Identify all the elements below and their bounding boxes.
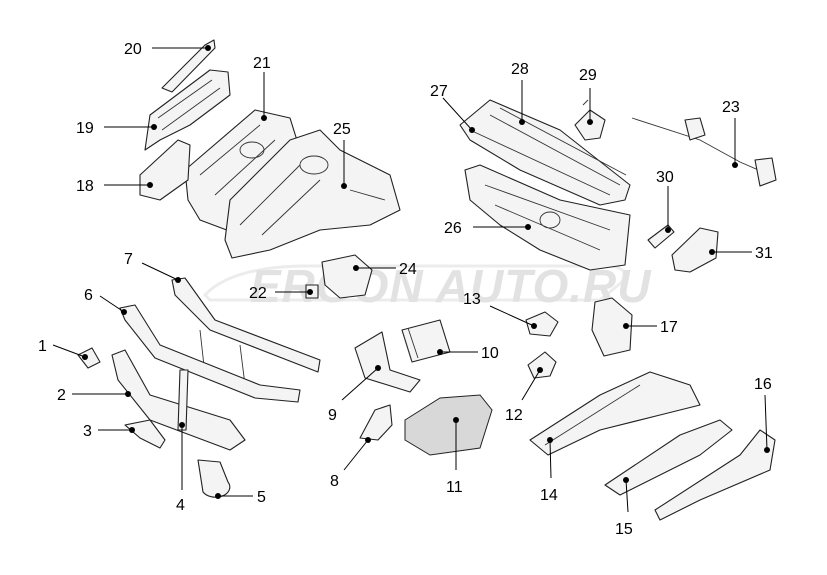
callout-label: 6 bbox=[84, 287, 93, 304]
callout-25: 25 bbox=[333, 121, 351, 189]
callout-5: 5 bbox=[215, 489, 266, 506]
callout-22: 22 bbox=[249, 285, 313, 302]
callout-label: 26 bbox=[444, 220, 462, 237]
part-1-clip bbox=[77, 347, 101, 369]
callout-1: 1 bbox=[38, 338, 88, 360]
part-27-cowl bbox=[459, 99, 631, 206]
callout-label: 14 bbox=[540, 487, 558, 504]
callout-8: 8 bbox=[330, 437, 371, 490]
callout-12: 12 bbox=[505, 367, 543, 424]
callout-31: 31 bbox=[709, 245, 773, 262]
part-10-battery bbox=[401, 319, 451, 363]
callout-label: 18 bbox=[76, 178, 94, 195]
callout-26: 26 bbox=[444, 220, 531, 237]
callout-label: 23 bbox=[722, 99, 740, 116]
part-17-panel bbox=[591, 297, 633, 357]
part-31-bracket bbox=[671, 227, 719, 273]
callout-3: 3 bbox=[83, 423, 135, 440]
part-11-battery-tray bbox=[404, 394, 493, 456]
callout-label: 8 bbox=[330, 473, 339, 490]
callout-24: 24 bbox=[353, 261, 417, 278]
callout-28: 28 bbox=[511, 61, 529, 125]
callout-label: 30 bbox=[656, 169, 674, 186]
callout-4: 4 bbox=[176, 422, 185, 514]
part-19-bracket bbox=[144, 69, 231, 151]
part-24-bracket bbox=[321, 254, 373, 299]
part-15-side-member-inner bbox=[604, 419, 733, 496]
callout-label: 31 bbox=[755, 245, 773, 262]
callout-label: 19 bbox=[76, 120, 94, 137]
part-20-strip bbox=[161, 39, 216, 93]
callout-19: 19 bbox=[76, 120, 157, 137]
callout-label: 28 bbox=[511, 61, 529, 78]
part-18-bracket bbox=[139, 139, 191, 201]
callout-label: 5 bbox=[257, 489, 266, 506]
callout-9: 9 bbox=[328, 365, 381, 424]
part-14-side-member-left bbox=[529, 371, 701, 456]
callout-17: 17 bbox=[623, 319, 678, 336]
callout-label: 24 bbox=[399, 261, 417, 278]
callout-30: 30 bbox=[656, 169, 674, 233]
callout-label: 9 bbox=[328, 407, 337, 424]
callout-10: 10 bbox=[437, 345, 499, 362]
callout-label: 7 bbox=[124, 251, 133, 268]
callout-label: 15 bbox=[615, 521, 633, 538]
callout-23: 23 bbox=[722, 99, 740, 168]
callout-18: 18 bbox=[76, 178, 153, 195]
callout-label: 20 bbox=[124, 41, 142, 58]
callout-label: 25 bbox=[333, 121, 351, 138]
part-12-bracket bbox=[527, 351, 557, 379]
callout-label: 1 bbox=[38, 338, 47, 355]
callout-label: 16 bbox=[754, 376, 772, 393]
callout-label: 12 bbox=[505, 407, 523, 424]
callout-20: 20 bbox=[124, 41, 211, 58]
callout-label: 11 bbox=[446, 479, 463, 496]
part-6-radiator-frame bbox=[119, 304, 301, 403]
callout-label: 17 bbox=[660, 319, 678, 336]
callout-11: 11 bbox=[446, 417, 463, 496]
callout-14: 14 bbox=[540, 437, 558, 504]
callout-13: 13 bbox=[463, 291, 537, 329]
part-5-horn bbox=[197, 459, 231, 498]
callout-label: 29 bbox=[579, 67, 597, 84]
callout-label: 3 bbox=[83, 423, 92, 440]
callout-label: 2 bbox=[57, 387, 66, 404]
part-4-stay bbox=[177, 369, 189, 431]
part-9-bracket bbox=[354, 331, 421, 393]
part-25-wheelhouse-right bbox=[224, 129, 401, 259]
callout-7: 7 bbox=[124, 251, 181, 283]
callout-29: 29 bbox=[579, 67, 597, 125]
callout-21: 21 bbox=[253, 55, 271, 121]
part-23-wiper-linkage bbox=[631, 117, 777, 187]
callout-27: 27 bbox=[430, 83, 475, 133]
part-28-seal bbox=[499, 107, 627, 176]
part-16-side-member-right bbox=[654, 429, 776, 521]
part-26-dash-panel bbox=[464, 164, 631, 271]
callout-16: 16 bbox=[754, 376, 772, 453]
callout-label: 27 bbox=[430, 83, 448, 100]
callout-2: 2 bbox=[57, 387, 131, 404]
callout-label: 4 bbox=[176, 497, 185, 514]
callout-6: 6 bbox=[84, 287, 127, 315]
callout-label: 13 bbox=[463, 291, 481, 308]
callout-label: 10 bbox=[481, 345, 499, 362]
callout-label: 21 bbox=[253, 55, 271, 72]
callout-label: 22 bbox=[249, 285, 267, 302]
callout-15: 15 bbox=[615, 477, 633, 538]
part-13-bracket bbox=[525, 311, 559, 337]
part-3-bracket bbox=[124, 419, 166, 449]
part-8-bracket bbox=[359, 404, 393, 441]
